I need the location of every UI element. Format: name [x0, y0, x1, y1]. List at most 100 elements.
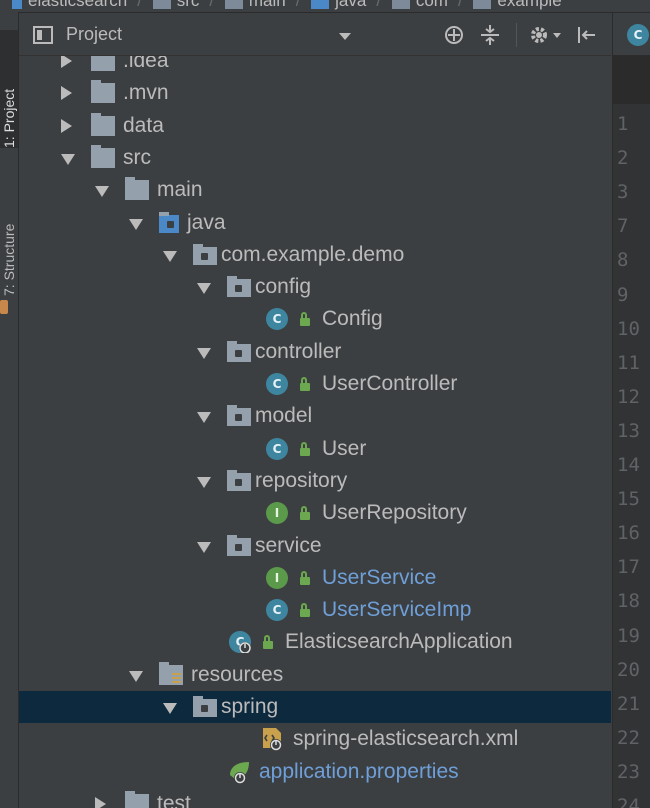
folder-icon: [152, 0, 171, 9]
lock-icon: [300, 377, 310, 391]
breadcrumb-item-java[interactable]: java: [311, 0, 366, 11]
line-number: 23: [617, 760, 640, 783]
locate-icon[interactable]: [443, 24, 465, 46]
tree-row-controller[interactable]: controller: [19, 336, 611, 368]
breadcrumb-item-com[interactable]: com: [391, 0, 448, 11]
tree-row-label: application.properties: [259, 759, 459, 783]
breadcrumb-item-src[interactable]: src: [152, 0, 199, 11]
breadcrumb-item-example[interactable]: example: [473, 0, 562, 11]
tree-row-label: src: [123, 145, 151, 169]
line-number: 12: [617, 385, 640, 408]
class-icon: C: [266, 373, 288, 395]
line-number: 18: [617, 590, 640, 613]
chevron-down-icon[interactable]: [197, 476, 211, 488]
chevron-down-icon[interactable]: [197, 347, 211, 359]
class-icon: C: [266, 308, 288, 331]
folder-icon: [91, 144, 115, 168]
tree-row-resources[interactable]: resources: [19, 659, 611, 691]
chevron-down-icon[interactable]: [197, 412, 211, 424]
tree-row-idea[interactable]: .idea: [19, 56, 611, 77]
tree-row-com-example-demo[interactable]: com.example.demo: [19, 239, 611, 271]
chevron-down-icon[interactable]: [61, 153, 75, 165]
navigation-breadcrumb: elasticsearch/ src/ main/ java/ com/ exa…: [0, 0, 650, 13]
tree-row-main[interactable]: main: [19, 174, 611, 206]
breadcrumb-item-elasticsearch[interactable]: elasticsearch: [12, 0, 127, 11]
line-number: 24: [617, 795, 640, 808]
tree-row-src[interactable]: src: [19, 142, 611, 174]
tool-tab-indicator-icon[interactable]: [0, 300, 8, 314]
tree-row-label: repository: [255, 468, 348, 492]
tree-row-repository[interactable]: repository: [19, 465, 611, 497]
module-folder-icon: [12, 0, 22, 9]
left-tool-window-strip: 1: Project 7: Structure: [0, 12, 19, 808]
line-number: 19: [617, 624, 640, 647]
panel-title: Project: [66, 24, 123, 44]
chevron-down-icon[interactable]: [339, 33, 351, 40]
source-folder-icon: [311, 0, 330, 9]
spring-boot-class-icon: C: [229, 631, 251, 655]
chevron-right-icon[interactable]: [61, 118, 72, 133]
project-view-selector[interactable]: Project: [33, 24, 122, 45]
line-number: 10: [617, 317, 640, 340]
tree-row-label: spring-elasticsearch.xml: [293, 727, 519, 751]
tree-row-test[interactable]: test: [19, 788, 611, 808]
tree-row-spring[interactable]: spring: [19, 691, 611, 723]
tree-row-label: UserServiceImp: [322, 598, 472, 622]
settings-gear-icon[interactable]: [529, 24, 563, 46]
tree-row-application-properties[interactable]: application.properties: [19, 756, 611, 788]
line-number: 16: [617, 522, 640, 545]
tool-tab-structure-label: 7: Structure: [1, 223, 17, 296]
lock-icon: [300, 312, 310, 327]
tree-row-data[interactable]: data: [19, 110, 611, 142]
class-icon: C: [627, 24, 649, 46]
line-number: 9: [617, 283, 629, 306]
chevron-down-icon[interactable]: [129, 218, 143, 230]
lock-icon: [300, 441, 310, 456]
chevron-down-icon[interactable]: [95, 186, 109, 198]
editor-tab[interactable]: C: [613, 13, 650, 56]
line-number: 17: [617, 556, 640, 579]
tree-row-spring-elasticsearch-xml[interactable]: spring-elasticsearch.xml: [19, 723, 611, 755]
tool-tab-structure[interactable]: 7: Structure: [0, 184, 18, 296]
line-number: 7: [617, 215, 629, 238]
package-icon: [227, 534, 251, 556]
chevron-right-icon[interactable]: [95, 796, 106, 808]
line-number: 14: [617, 454, 640, 476]
tool-tab-project[interactable]: 1: Project: [0, 30, 18, 148]
toolbar-divider: [516, 23, 517, 47]
svg-text:C: C: [236, 635, 245, 649]
tree-row-label: resources: [191, 662, 284, 686]
chevron-down-icon[interactable]: [163, 250, 177, 262]
package-icon: [227, 405, 251, 427]
tool-tab-project-label: 1: Project: [1, 88, 17, 148]
tree-row-mvn[interactable]: .mvn: [19, 77, 611, 109]
collapse-all-icon[interactable]: [479, 24, 501, 46]
chevron-down-icon[interactable]: [163, 703, 177, 714]
line-number: 22: [617, 726, 640, 749]
tree-row-java[interactable]: java: [19, 207, 611, 239]
hide-panel-icon[interactable]: [575, 24, 597, 46]
tree-row-config[interactable]: config: [19, 271, 611, 303]
tree-row-label: .idea: [123, 56, 169, 72]
line-number: 11: [617, 351, 640, 374]
chevron-down-icon[interactable]: [197, 283, 211, 295]
package-icon: [227, 469, 251, 491]
lock-icon: [300, 570, 310, 585]
chevron-right-icon[interactable]: [61, 86, 72, 101]
chevron-down-icon[interactable]: [129, 670, 143, 682]
tree-row-label: UserService: [322, 565, 437, 589]
tree-row-model[interactable]: model: [19, 400, 611, 432]
chevron-right-icon[interactable]: [61, 56, 72, 68]
source-folder-icon: [159, 211, 179, 233]
breadcrumb-item-main[interactable]: main: [224, 0, 286, 11]
chevron-down-icon[interactable]: [197, 541, 211, 553]
tree-row-service[interactable]: service: [19, 530, 611, 562]
folder-icon: [91, 56, 115, 71]
